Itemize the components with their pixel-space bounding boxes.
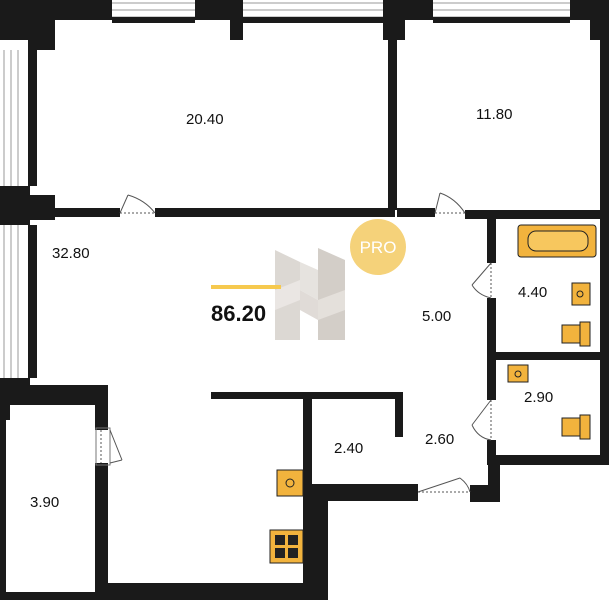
- sink-icon: [507, 364, 529, 383]
- room-area-label: 32.80: [52, 245, 90, 262]
- sink-icon: [571, 282, 591, 306]
- room-area-label: 2.90: [524, 389, 553, 406]
- toilet-icon: [561, 414, 591, 440]
- total-area-bar: [211, 285, 281, 289]
- room-area-label: 4.40: [518, 284, 547, 301]
- bathtub-icon: [517, 224, 597, 258]
- sink-icon: [276, 469, 304, 497]
- stove-icon: [269, 529, 304, 564]
- toilet-icon: [561, 321, 591, 347]
- room-area-label: 3.90: [30, 494, 59, 511]
- room-area-label: 2.60: [425, 431, 454, 448]
- h-logo-icon: [275, 248, 345, 340]
- room-area-label: 2.40: [334, 440, 363, 457]
- total-area: 86.20: [211, 301, 266, 326]
- doors: [95, 192, 492, 493]
- pro-badge: PRO: [350, 219, 406, 275]
- room-area-label: 11.80: [476, 106, 512, 123]
- room-area-label: 20.40: [186, 111, 224, 128]
- room-area-label: 5.00: [422, 308, 451, 325]
- pro-badge-label: PRO: [360, 238, 397, 257]
